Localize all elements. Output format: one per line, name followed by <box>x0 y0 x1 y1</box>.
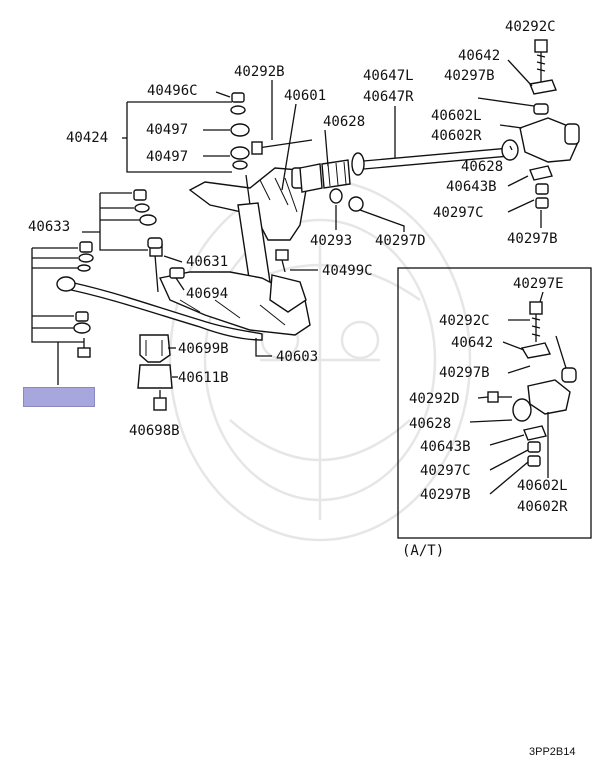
label-40497-b: 40497 <box>146 149 188 165</box>
inset-caption: (A/T) <box>402 543 444 559</box>
label-40293: 40293 <box>310 233 352 249</box>
label-40603: 40603 <box>276 349 318 365</box>
stabilizer-bar-part <box>59 279 263 341</box>
label-inset-40297e: 40297E <box>513 276 564 292</box>
label-40647r: 40647R <box>363 89 414 105</box>
label-40602r-top: 40602R <box>431 128 482 144</box>
label-40642-top: 40642 <box>458 48 500 64</box>
label-40611b: 40611B <box>178 370 229 386</box>
diagram-code: 3PP2B14 <box>529 746 575 758</box>
label-40292c-top: 40292C <box>505 19 556 35</box>
highlighted-part-box[interactable] <box>23 387 95 407</box>
label-40628-top: 40628 <box>323 114 365 130</box>
label-inset-40297c: 40297C <box>420 463 471 479</box>
bracket-40611b-part <box>137 364 173 389</box>
label-inset-40602r: 40602R <box>517 499 568 515</box>
label-40602l-top: 40602L <box>431 108 482 124</box>
upper-washer-stack <box>230 92 250 170</box>
label-inset-40292d: 40292D <box>409 391 460 407</box>
label-inset-40642: 40642 <box>451 335 493 351</box>
label-40499c: 40499C <box>322 263 373 279</box>
label-40698b: 40698B <box>129 423 180 439</box>
stabilizer-link-stack <box>73 189 163 358</box>
label-inset-40602l: 40602L <box>517 478 568 494</box>
leader-lines <box>31 59 542 385</box>
label-40633: 40633 <box>28 219 70 235</box>
label-40297d: 40297D <box>375 233 426 249</box>
inset-frame <box>397 267 592 539</box>
bolt-40292c-top-part <box>529 39 557 115</box>
main-assembly <box>56 39 580 411</box>
label-inset-40297b-b: 40297B <box>420 487 471 503</box>
label-40496c: 40496C <box>147 83 198 99</box>
label-inset-40628: 40628 <box>409 416 451 432</box>
bolt-40292b-head <box>251 141 263 155</box>
label-40297c-top: 40297C <box>433 205 484 221</box>
label-40631: 40631 <box>186 254 228 270</box>
label-40699b: 40699B <box>178 341 229 357</box>
washer-40297d-part <box>348 196 364 212</box>
label-40647l: 40647L <box>363 68 414 84</box>
label-40694: 40694 <box>186 286 228 302</box>
label-40292b: 40292B <box>234 64 285 80</box>
label-40297b-right: 40297B <box>507 231 558 247</box>
label-inset-40297b: 40297B <box>439 365 490 381</box>
shaft-40647-part <box>299 147 511 193</box>
bushing-40699b-part <box>139 334 171 363</box>
part-40643b-top <box>529 165 553 181</box>
anchor-arm-top-part <box>501 117 580 163</box>
label-40424: 40424 <box>66 130 108 146</box>
label-40628-right: 40628 <box>461 159 503 175</box>
inset-automatic-transmission: 40297E 40292C 40642 40297B 40292D 40628 … <box>397 267 592 559</box>
main-labels: 40292C 40642 40297B 40292B 40496C 40601 … <box>28 19 558 439</box>
label-40601: 40601 <box>284 88 326 104</box>
label-40297b-top: 40297B <box>444 68 495 84</box>
label-inset-40643b: 40643B <box>420 439 471 455</box>
label-40643b-top: 40643B <box>446 179 497 195</box>
label-40497-a: 40497 <box>146 122 188 138</box>
nut-40293-part <box>329 188 343 204</box>
label-inset-40292c: 40292C <box>439 313 490 329</box>
